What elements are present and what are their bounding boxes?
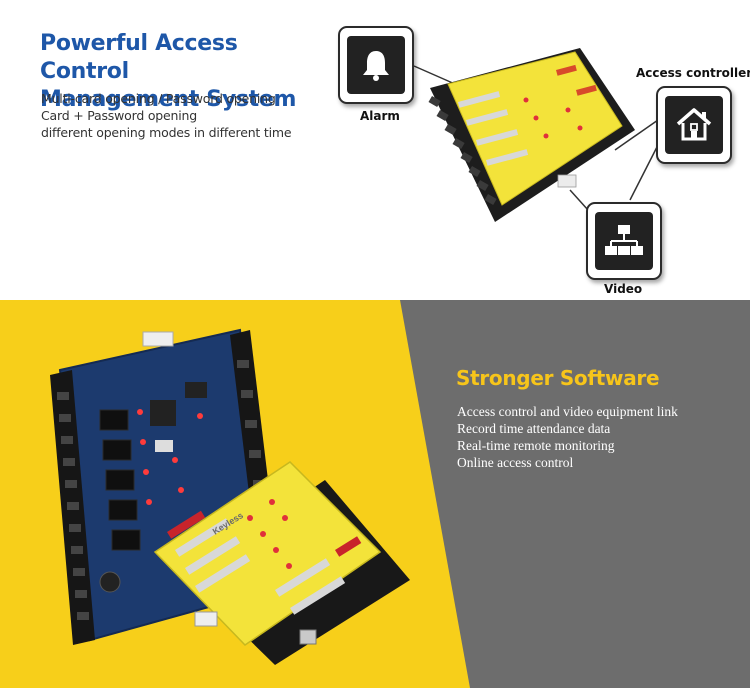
controller-board-image — [413, 48, 659, 222]
software-feature-item: Access control and video equipment link — [457, 404, 678, 419]
bell-icon — [363, 51, 389, 81]
video-tile — [586, 202, 662, 280]
opening-mode-item: different opening modes in different tim… — [41, 125, 292, 140]
alarm-tile — [338, 26, 414, 104]
house-icon — [676, 108, 712, 141]
gray-background — [400, 300, 750, 688]
page-title: Powerful Access Control Management Syste… — [40, 30, 330, 114]
alarm-label: Alarm — [360, 109, 400, 123]
circuit-boards-image: Keyless — [50, 328, 410, 665]
bottom-section: Keyless Stronger Software Access control… — [0, 300, 750, 688]
top-section: Powerful Access Control Management Syste… — [0, 0, 750, 300]
access-controller-label: Access controller — [636, 66, 750, 80]
software-feature-item: Real-time remote monitoring — [457, 438, 615, 453]
access-controller-tile — [656, 86, 732, 164]
software-feature-item: Online access control — [457, 455, 574, 470]
feature-diagram: Alarm Access controller — [330, 0, 750, 300]
page-title-line-2: Management System — [40, 87, 297, 112]
software-feature-item: Record time attendance data — [457, 421, 611, 436]
software-features-list: Access control and video equipment link … — [457, 403, 742, 471]
opening-modes-list: Multi-card opening / Password opening Ca… — [41, 90, 331, 141]
opening-mode-item: Multi-card opening / Password opening — [41, 91, 276, 106]
section-title: Stronger Software — [456, 366, 660, 390]
opening-mode-item: Card + Password opening — [41, 108, 197, 123]
video-label: Video — [604, 282, 643, 296]
page-title-line-1: Powerful Access Control — [40, 31, 238, 84]
network-icon — [605, 225, 643, 255]
